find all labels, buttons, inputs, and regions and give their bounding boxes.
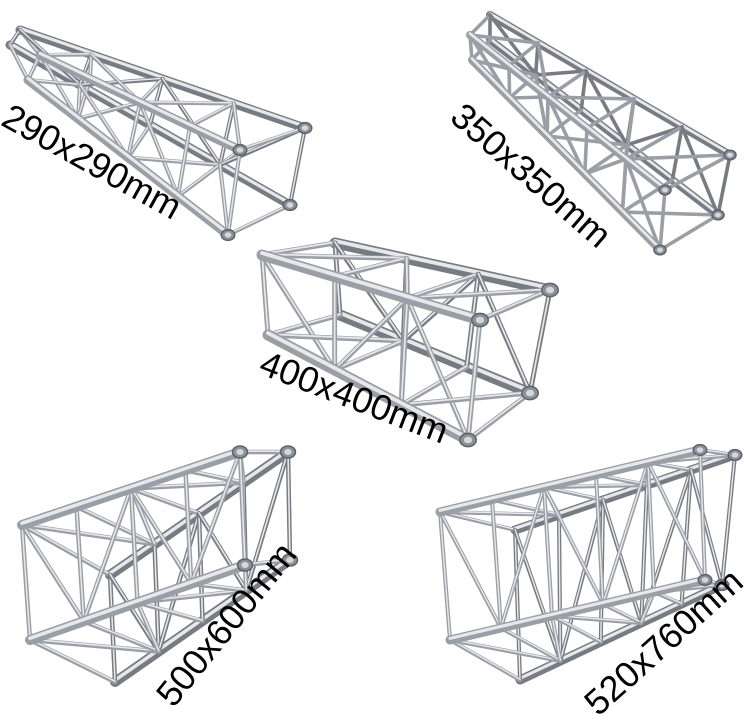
truss-500 [17,445,299,687]
truss-350 [466,11,737,256]
truss-400 [256,237,559,448]
product-collage: 290x290mm 350x350mm 400x400mm 500x600mm … [0,11,750,723]
truss-520 [435,443,743,685]
truss-290 [5,25,313,242]
truss-illustrations [5,11,743,687]
